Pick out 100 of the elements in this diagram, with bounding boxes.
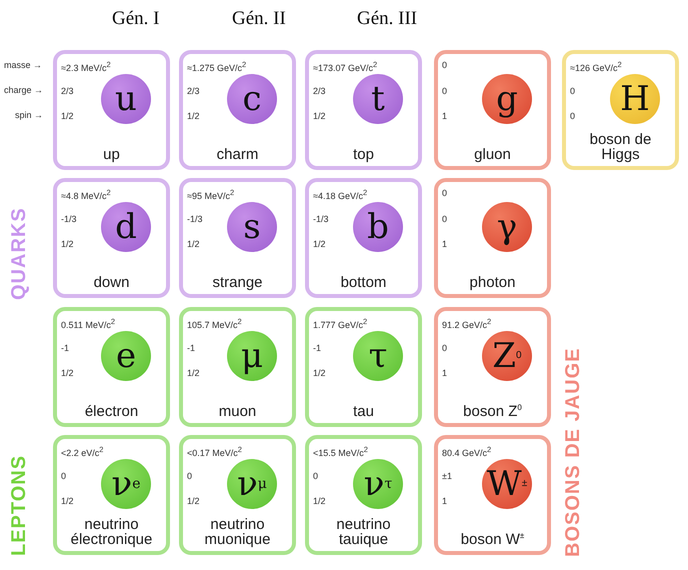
spin-value: 1/2 — [187, 368, 200, 378]
particle-name: boson Z$^{0}$ — [462, 402, 523, 419]
particle-card — [305, 50, 422, 170]
particle-card — [179, 435, 296, 555]
charge-value: -1/3 — [61, 214, 77, 224]
charge-value: 0 — [442, 343, 448, 353]
particle-card — [434, 307, 551, 427]
spin-value: 1 — [442, 368, 448, 378]
group-label: QUARKS — [8, 207, 31, 300]
charge-value: ±1 — [442, 471, 452, 481]
particle-card — [305, 307, 422, 427]
particle-symbol: H — [610, 74, 660, 124]
particle-symbol: d — [101, 202, 151, 252]
spin-value: 1 — [442, 239, 448, 249]
charge-value: 0 — [187, 471, 192, 481]
particle-name: boson de Higgs — [588, 132, 652, 162]
spin-value: 1/2 — [313, 496, 326, 506]
particle-card — [53, 178, 170, 298]
particle-symbol: τ — [353, 331, 403, 381]
particle-name: photon — [468, 275, 516, 290]
charge-value: -1/3 — [313, 214, 329, 224]
particle-symbol: γ — [482, 202, 532, 252]
particle-symbol: e — [101, 331, 151, 381]
particle-name: strange — [211, 275, 264, 290]
particle-name: muon — [218, 404, 258, 419]
generation-heading: Gén. I — [112, 8, 160, 30]
particle-symbol: t — [353, 74, 403, 124]
charge-value: -1/3 — [187, 214, 203, 224]
particle-symbol: u — [101, 74, 151, 124]
particle-card — [434, 178, 551, 298]
spin-value: 1/2 — [61, 111, 74, 121]
particle-symbol: b — [353, 202, 403, 252]
particle-card — [305, 178, 422, 298]
charge-value: -1 — [313, 343, 322, 353]
spin-value: 1 — [442, 111, 448, 121]
spin-value: 1 — [442, 496, 448, 506]
mass-value: 80.4 GeV/c$^{2}$ — [442, 445, 492, 458]
spin-value: 0 — [570, 111, 576, 121]
mass-value: 0.511 MeV/c$^{2}$ — [61, 317, 116, 330]
particle-name: neutrino électronique — [70, 517, 154, 547]
particle-name: bottom — [340, 275, 388, 290]
particle-name: électron — [84, 404, 140, 419]
group-label: LEPTONS — [8, 454, 31, 556]
particle-name: neutrino muonique — [204, 517, 272, 547]
mass-value: 0 — [442, 188, 448, 198]
particle-card — [53, 435, 170, 555]
mass-value: 91.2 GeV/c$^{2}$ — [442, 317, 492, 330]
particle-card — [179, 307, 296, 427]
mass-value: ≈4.8 MeV/c$^{2}$ — [61, 188, 111, 201]
particle-card — [179, 178, 296, 298]
mass-value: ≈2.3 MeV/c$^{2}$ — [61, 60, 111, 73]
spin-value: 1/2 — [187, 239, 200, 249]
particle-name: down — [92, 275, 130, 290]
particle-name: neutrino tauique — [335, 517, 392, 547]
particle-name: tau — [352, 404, 375, 419]
particle-card — [434, 435, 551, 555]
spin-value: 1/2 — [313, 111, 326, 121]
spin-value: 1/2 — [313, 368, 326, 378]
particle-symbol: Z$^{0}$ — [482, 331, 532, 381]
charge-value: 0 — [442, 214, 448, 224]
mass-value: 0 — [442, 60, 448, 70]
spin-value: 1/2 — [61, 239, 74, 249]
charge-value: 0 — [313, 471, 318, 481]
charge-value: 2/3 — [61, 86, 74, 96]
particle-card — [562, 50, 679, 170]
spin-value: 1/2 — [187, 496, 200, 506]
particle-card — [53, 307, 170, 427]
charge-value: -1 — [61, 343, 70, 353]
particle-card — [434, 50, 551, 170]
charge-value: 0 — [570, 86, 576, 96]
mass-value: ≈173.07 GeV/c$^{2}$ — [313, 60, 378, 73]
spin-value: 1/2 — [313, 239, 326, 249]
mass-value: 105.7 MeV/c$^{2}$ — [187, 317, 242, 330]
property-label: masse → — [4, 60, 42, 70]
mass-value: <2.2 eV/c$^{2}$ — [61, 445, 104, 458]
charge-value: 0 — [442, 86, 448, 96]
charge-value: -1 — [187, 343, 196, 353]
particle-name: boson W$^{±}$ — [460, 530, 526, 547]
particle-name: up — [102, 147, 121, 162]
particle-name: charm — [216, 147, 260, 162]
spin-value: 1/2 — [61, 368, 74, 378]
generation-heading: Gén. III — [357, 8, 418, 30]
particle-card — [305, 435, 422, 555]
property-label: charge → — [4, 85, 44, 95]
property-label: spin → — [15, 110, 44, 120]
mass-value: <15.5 MeV/c$^{2}$ — [313, 445, 368, 458]
particle-name: gluon — [473, 147, 512, 162]
charge-value: 0 — [61, 471, 66, 481]
mass-value: ≈126 GeV/c$^{2}$ — [570, 60, 622, 73]
particle-name: top — [352, 147, 375, 162]
particle-card — [179, 50, 296, 170]
spin-value: 1/2 — [61, 496, 74, 506]
generation-heading: Gén. II — [232, 8, 286, 30]
mass-value: ≈95 MeV/c$^{2}$ — [187, 188, 234, 201]
particle-symbol: μ — [227, 331, 277, 381]
spin-value: 1/2 — [187, 111, 200, 121]
particle-symbol: c — [227, 74, 277, 124]
particle-symbol: W$^{±}$ — [482, 459, 532, 509]
particle-card — [53, 50, 170, 170]
group-label: BOSONS DE JAUGE — [562, 348, 585, 557]
